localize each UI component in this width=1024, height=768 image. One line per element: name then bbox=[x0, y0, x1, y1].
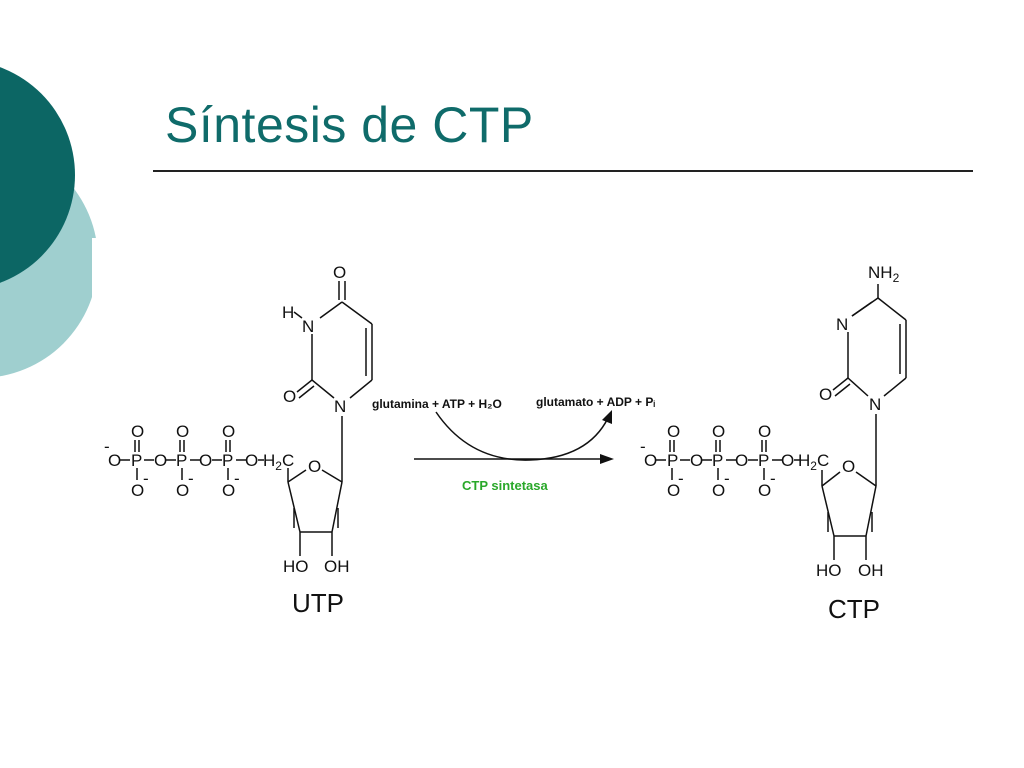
utp-top-oxygen-gamma: O bbox=[131, 422, 144, 441]
utp-3-hydroxyl: OH bbox=[324, 557, 350, 576]
utp-top-oxygen-alpha: O bbox=[222, 422, 235, 441]
utp-n3-hydrogen: H bbox=[282, 303, 294, 322]
ctp-n3: N bbox=[836, 315, 848, 334]
utp-phosphorus-alpha: P bbox=[222, 451, 233, 470]
utp-bottom-oxygen-gamma: O bbox=[131, 481, 144, 500]
title-divider bbox=[153, 170, 973, 172]
utp-phosphorus-gamma: P bbox=[131, 451, 142, 470]
ctp-3-hydroxyl: OH bbox=[858, 561, 884, 580]
ctp-ch2-label: H2C bbox=[798, 451, 829, 473]
utp-molecule: O H N O N O HO OH H2C O - P O P bbox=[104, 263, 373, 618]
utp-phosphorus-beta: P bbox=[176, 451, 187, 470]
ctp-label: CTP bbox=[828, 594, 880, 624]
utp-n3: N bbox=[302, 317, 314, 336]
ctp-amine-label: NH2 bbox=[868, 263, 900, 285]
ctp-bridge-oxygen-1: O bbox=[690, 451, 703, 470]
ctp-bridge-oxygen-3: O bbox=[781, 451, 794, 470]
utp-charge-beta: - bbox=[188, 469, 194, 488]
utp-terminal-charge: - bbox=[104, 437, 110, 456]
enzyme-label: CTP sintetasa bbox=[462, 478, 549, 493]
coproduct-arrowhead bbox=[602, 410, 612, 424]
slide-title: Síntesis de CTP bbox=[165, 97, 534, 153]
ctp-ribose-oxygen: O bbox=[842, 457, 855, 476]
ctp-molecule: NH2 N O N O HO OH H2C O - P O P O bbox=[640, 263, 907, 624]
utp-bottom-oxygen-alpha: O bbox=[222, 481, 235, 500]
reaction-arrow-group: glutamina + ATP + H₂O glutamato + ADP + … bbox=[372, 395, 655, 493]
utp-triphosphate: O - P O P O P O O O O O O O - - - bbox=[104, 422, 264, 500]
main-arrowhead bbox=[600, 454, 614, 464]
ctp-terminal-oxygen: O bbox=[644, 451, 657, 470]
utp-bottom-oxygen-beta: O bbox=[176, 481, 189, 500]
ctp-top-oxygen-gamma: O bbox=[667, 422, 680, 441]
ctp-phosphorus-alpha: P bbox=[758, 451, 769, 470]
ctp-top-oxygen-beta: O bbox=[712, 422, 725, 441]
coproducts-label: glutamato + ADP + Pᵢ bbox=[536, 395, 655, 409]
utp-bridge-oxygen-1: O bbox=[154, 451, 167, 470]
ctp-bottom-oxygen-alpha: O bbox=[758, 481, 771, 500]
cosubstrates-label: glutamina + ATP + H₂O bbox=[372, 397, 502, 411]
utp-terminal-oxygen: O bbox=[108, 451, 121, 470]
decorative-circles bbox=[0, 67, 98, 377]
ctp-top-oxygen-alpha: O bbox=[758, 422, 771, 441]
utp-carbonyl-o2: O bbox=[283, 387, 296, 406]
ctp-bottom-oxygen-beta: O bbox=[712, 481, 725, 500]
ctp-bottom-oxygen-gamma: O bbox=[667, 481, 680, 500]
utp-charge-alpha: - bbox=[234, 469, 240, 488]
utp-charge-gamma: - bbox=[143, 469, 149, 488]
utp-carbonyl-o4: O bbox=[333, 263, 346, 282]
utp-ch2-label: H2C bbox=[263, 451, 294, 473]
utp-ribose-oxygen: O bbox=[308, 457, 321, 476]
ctp-charge-beta: - bbox=[724, 469, 730, 488]
utp-bridge-oxygen-3: O bbox=[245, 451, 258, 470]
ctp-phosphorus-beta: P bbox=[712, 451, 723, 470]
ctp-triphosphate: O - P O P O P O O O O O O O - - - bbox=[640, 422, 800, 500]
ctp-charge-gamma: - bbox=[678, 469, 684, 488]
ctp-phosphorus-gamma: P bbox=[667, 451, 678, 470]
utp-label: UTP bbox=[292, 588, 344, 618]
ctp-n1: N bbox=[869, 395, 881, 414]
utp-bridge-oxygen-2: O bbox=[199, 451, 212, 470]
utp-top-oxygen-beta: O bbox=[176, 422, 189, 441]
dark-accent-circle bbox=[0, 67, 75, 283]
ctp-charge-alpha: - bbox=[770, 469, 776, 488]
utp-2-hydroxyl: HO bbox=[283, 557, 309, 576]
ctp-carbonyl-o2: O bbox=[819, 385, 832, 404]
utp-n1: N bbox=[334, 397, 346, 416]
ctp-bridge-oxygen-2: O bbox=[735, 451, 748, 470]
light-accent-notch bbox=[92, 238, 98, 298]
ctp-terminal-charge: - bbox=[640, 437, 646, 456]
ctp-2-hydroxyl: HO bbox=[816, 561, 842, 580]
